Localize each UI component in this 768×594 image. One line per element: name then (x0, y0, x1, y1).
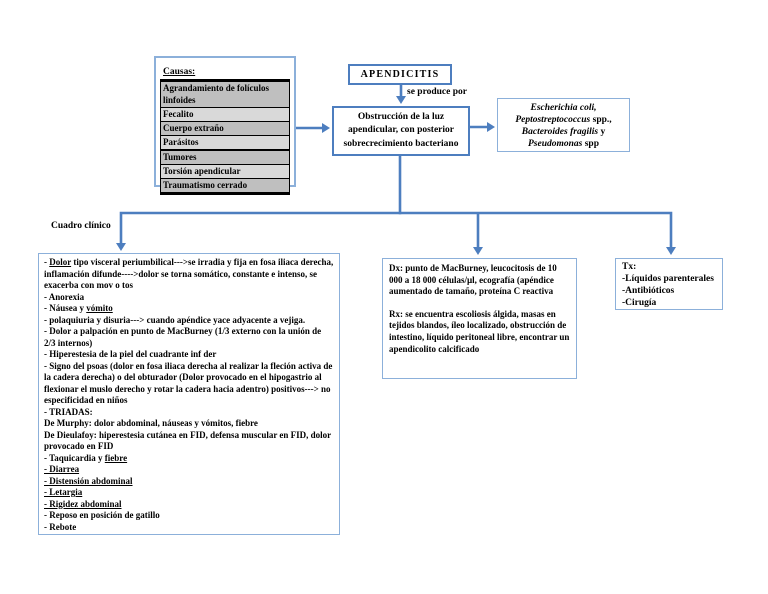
text-line: - Diarrea (44, 464, 334, 476)
text-segment: - Náusea y (44, 303, 87, 313)
paragraph: Dx: punto de MacBurney, leucocitosis de … (389, 263, 557, 297)
text-segment: - Signo del psoas (dolor en fosa iliaca … (44, 360, 333, 406)
title-box: APENDICITIS (348, 64, 452, 85)
causes-panel: Causas: Agrandamiento de folículos linfo… (154, 56, 296, 195)
text-line: - Náusea y vómito (44, 303, 334, 315)
text-segment: De Murphy: dolor abdominal, náuseas y vó… (44, 418, 258, 428)
text-segment: - Letargia (44, 487, 83, 497)
causes-title: Causas: (163, 67, 196, 77)
text-segment: - Reposo en posición de gatillo (44, 510, 160, 520)
text-segment: - Diarrea (44, 464, 80, 474)
text-segment: - Taquicardia y (44, 452, 105, 463)
text-line: - Signo del psoas (dolor en fosa iliaca … (44, 361, 334, 407)
text-segment: - Rigidez abdominal (44, 498, 122, 509)
text-segment: Pseudomonas (527, 139, 583, 149)
table-row: Torsión apendicular (161, 164, 289, 178)
text-segment: y (598, 127, 606, 137)
text-segment: - Dolor a palpación en punto de MacBurne… (44, 326, 322, 348)
table-row: Cuerpo extraño (161, 121, 289, 135)
text-segment: - Distensión abdominal (44, 475, 133, 486)
bacteria-box: Escherichia coli,Peptostreptococcus spp.… (497, 98, 630, 152)
arrow-branch-symptoms (116, 211, 400, 251)
diagnosis-box: Dx: punto de MacBurney, leucocitosis de … (382, 258, 577, 379)
text-line: - TRIADAS: (44, 407, 334, 419)
text-line: -Antibióticos (622, 286, 675, 296)
text-segment: - Hiperestesia de la piel del cuadrante … (44, 349, 217, 359)
text-segment: - polaquiuria y disuria---> cuando apénd… (44, 314, 306, 325)
text-segment: fiebre (104, 452, 128, 463)
text-line: - Distensión abdominal (44, 476, 334, 488)
text-segment: spp., (590, 115, 612, 125)
table-row: Tumores (161, 149, 289, 164)
page-title: APENDICITIS (360, 69, 440, 80)
table-row: Agrandamiento de folículos linfoides (161, 82, 289, 107)
treatment-box: Tx: -Líquidos parenterales -Antibióticos -C… (615, 258, 723, 310)
text-segment: Peptostreptococcus (515, 115, 591, 125)
text-line: - Dolor tipo visceral periumbilical--->s… (44, 257, 334, 292)
text-segment: - Anorexia (44, 291, 85, 302)
clinical-picture-label: Cuadro clínico (51, 221, 111, 231)
text-segment: Escherichia coli, (530, 103, 597, 113)
table-row: Fecalito (161, 107, 289, 121)
text-line: Bacteroides fragilis y (500, 126, 627, 138)
paragraph: Rx: se encuentra escoliosis álgida, masa… (389, 308, 570, 354)
text-line: Tx: (622, 262, 637, 272)
text-line: - Letargia (44, 487, 334, 499)
text-line: - Dolor a palpación en punto de MacBurne… (44, 326, 334, 349)
text-segment: - TRIADAS: (44, 406, 93, 417)
text-line: - polaquiuria y disuria---> cuando apénd… (44, 315, 334, 327)
text-segment: Bacteroides fragilis (521, 127, 599, 137)
text-line: De Murphy: dolor abdominal, náuseas y vó… (44, 418, 334, 430)
text-line: De Dieulafoy: hiperestesia cutánea en FI… (44, 430, 334, 453)
symptoms-box: - Dolor tipo visceral periumbilical--->s… (38, 253, 340, 535)
produce-label: se produce por (407, 87, 467, 97)
obstruction-text: Obstrucción de la luz apendicular, con p… (343, 111, 459, 149)
text-segment: spp (582, 139, 599, 149)
text-line: Pseudomonas spp (500, 138, 627, 150)
arrow-branch-treatment (400, 211, 676, 255)
text-segment: vómito (86, 303, 113, 313)
text-line: -Cirugía (622, 298, 657, 308)
text-line: - Rigidez abdominal (44, 499, 334, 511)
text-segment: tipo visceral periumbilical--->se irradi… (44, 257, 334, 290)
text-line: - Hiperestesia de la piel del cuadrante … (44, 349, 334, 361)
table-row: Parásitos (161, 135, 289, 149)
text-segment: - (44, 257, 50, 267)
table-row: Traumatismo cerrado (161, 178, 289, 192)
obstruction-box: Obstrucción de la luz apendicular, con p… (332, 106, 470, 156)
text-segment: Dolor (49, 257, 72, 267)
text-line: -Líquidos parenterales (622, 274, 714, 284)
text-segment: De Dieulafoy: hiperestesia cutánea en FI… (44, 429, 331, 452)
text-line: - Reposo en posición de gatillo (44, 510, 334, 522)
text-line: Escherichia coli, (500, 102, 627, 114)
text-line: Peptostreptococcus spp., (500, 114, 627, 126)
text-segment: - Rebote (44, 521, 77, 532)
text-line: - Rebote (44, 522, 334, 534)
text-line: - Anorexia (44, 292, 334, 304)
text-line: - Taquicardia y fiebre (44, 453, 334, 465)
